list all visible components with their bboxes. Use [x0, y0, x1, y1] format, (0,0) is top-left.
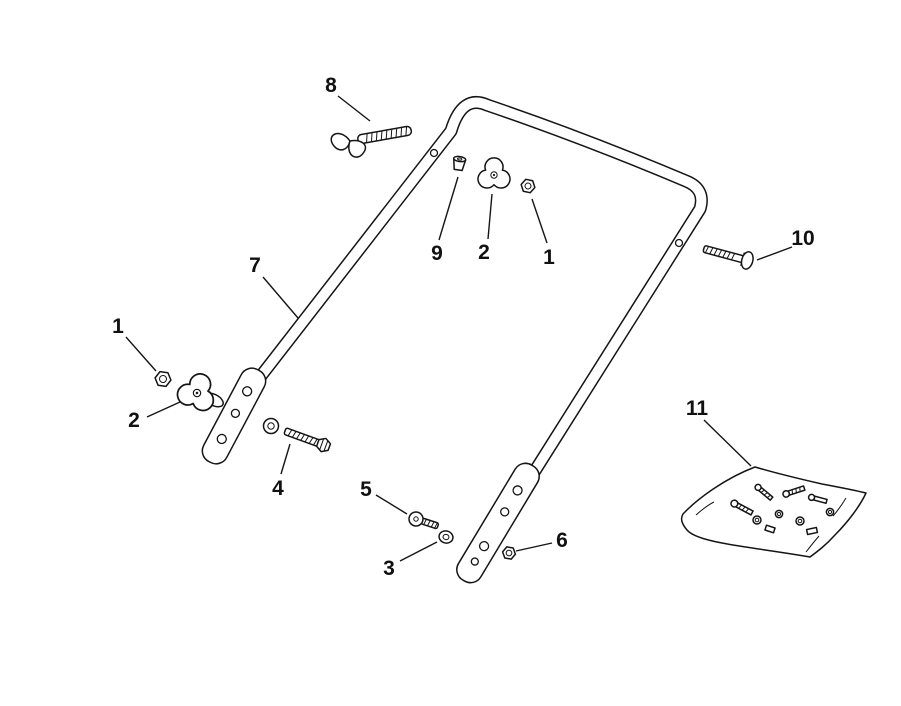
callout-4: 4: [272, 477, 284, 500]
callout-6: 6: [556, 529, 568, 552]
callout-labels: 8 9 2 1 10 7 1 2 4 5 3 6 11: [112, 74, 815, 580]
hardware-contents: [730, 483, 835, 536]
leader-line-9: [438, 176, 459, 241]
callout-8: 8: [325, 74, 337, 97]
wing-screw: [330, 125, 413, 158]
callout-2-left: 2: [128, 409, 140, 432]
star-knob-top: [477, 157, 511, 189]
callout-10: 10: [791, 227, 814, 250]
carriage-bolt: [702, 245, 754, 270]
callout-11: 11: [686, 397, 709, 420]
leader-line-7: [262, 276, 299, 319]
right-mount-plate: [456, 462, 540, 584]
wing-right: [348, 139, 367, 158]
tube-hole-left: [429, 148, 439, 158]
leader-line-10: [756, 246, 793, 261]
pan-head-screw: [408, 511, 440, 530]
leader-line-2-left: [146, 401, 181, 418]
washer-4: [262, 417, 280, 435]
spacer-cup: [452, 155, 467, 172]
callout-1-top: 1: [543, 246, 555, 269]
leader-line-2-top: [487, 193, 493, 240]
upper-handle-bar: [243, 96, 708, 484]
hardware-kit-bag: [680, 466, 867, 558]
callout-7: 7: [249, 254, 261, 277]
bag-outline: [680, 466, 867, 558]
leader-lines: [125, 95, 793, 562]
leader-line-6: [515, 542, 553, 552]
nut-6: [501, 546, 517, 560]
leader-line-5: [375, 494, 408, 515]
bolt-washer-assembly-4: [262, 417, 332, 453]
leader-line-8: [337, 95, 371, 122]
tube-hole-right: [674, 238, 684, 248]
leader-line-3: [399, 541, 438, 562]
left-mount-plate: [201, 367, 267, 465]
leader-line-11: [703, 419, 752, 467]
hex-bolt-4: [283, 427, 332, 453]
leader-line-1-left: [125, 336, 157, 372]
callout-2-top: 2: [478, 241, 490, 264]
flange-nut-left: [154, 370, 172, 388]
star-knob-left: [176, 373, 224, 412]
callout-3: 3: [383, 557, 395, 580]
wing-left: [330, 132, 351, 151]
leader-line-1-top: [531, 198, 548, 244]
flange-nut-top: [520, 178, 536, 194]
leader-line-4: [280, 443, 291, 475]
washer-spacer-3: [438, 530, 454, 544]
callout-9: 9: [431, 242, 443, 265]
callout-5: 5: [360, 478, 372, 501]
callout-1-left: 1: [112, 315, 124, 338]
